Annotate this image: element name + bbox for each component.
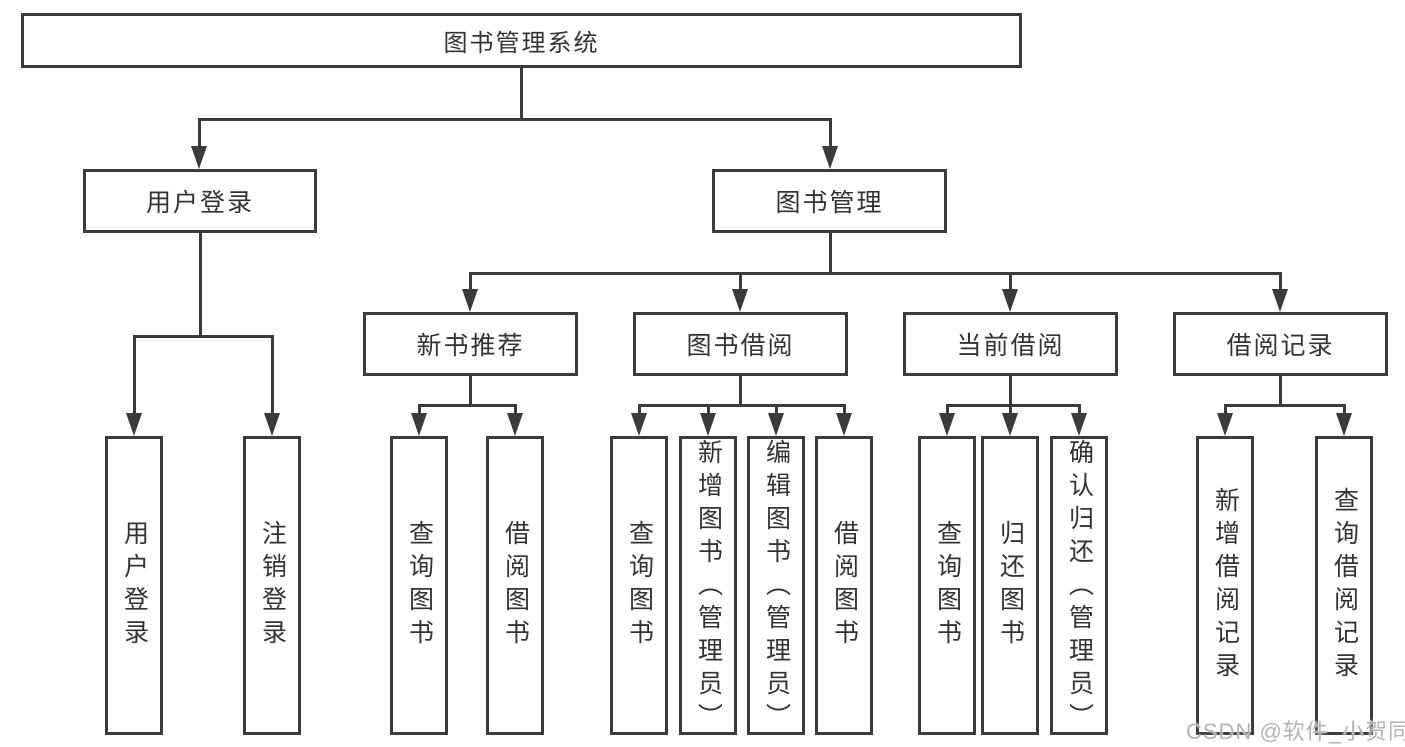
connector-stem	[842, 403, 846, 415]
connector-stem	[1077, 403, 1081, 415]
connector-stem	[828, 233, 832, 275]
connector-stem	[513, 403, 517, 415]
connector-stem	[198, 233, 202, 338]
connector-stem	[197, 117, 201, 148]
arrowhead-icon	[939, 413, 955, 436]
connector-stem	[270, 334, 274, 415]
connector-split-line	[197, 117, 832, 121]
node-query-borrow-record: 查询借阅记录	[1315, 436, 1373, 735]
connector-split-line	[1223, 403, 1346, 407]
connector-stem	[1008, 376, 1012, 407]
node-borrow-books: 借阅图书	[815, 436, 873, 735]
connector-stem	[468, 271, 472, 291]
connector-stem	[1008, 271, 1012, 291]
arrowhead-icon	[1336, 413, 1352, 436]
arrowhead-icon	[836, 413, 852, 436]
node-return-books: 归还图书	[981, 436, 1039, 735]
arrowhead-icon	[462, 289, 478, 312]
connector-stem	[1278, 271, 1282, 291]
node-user-login-leaf: 用户登录	[105, 436, 163, 735]
connector-split-line	[945, 403, 1081, 407]
arrowhead-icon	[126, 413, 142, 436]
arrowhead-icon	[822, 146, 838, 169]
arrowhead-icon	[1002, 413, 1018, 436]
connector-stem	[738, 376, 742, 407]
node-query-books-borrowing: 查询图书	[610, 436, 668, 735]
arrowhead-icon	[1071, 413, 1087, 436]
node-confirm-return-admin: 确认归还（管理员）	[1050, 436, 1108, 736]
node-book-management: 图书管理	[712, 169, 947, 233]
node-query-books-recommend: 查询图书	[390, 436, 448, 735]
arrowhead-icon	[732, 289, 748, 312]
connector-stem	[1008, 403, 1012, 415]
node-borrow-books-recommend: 借阅图书	[486, 436, 544, 735]
connector-split-line	[132, 334, 274, 338]
arrowhead-icon	[507, 413, 523, 436]
connector-stem	[828, 117, 832, 148]
node-add-books-admin: 新增图书（管理员）	[679, 436, 737, 736]
node-book-borrowing: 图书借阅	[633, 312, 848, 376]
connector-stem	[468, 376, 472, 407]
node-query-books-current: 查询图书	[918, 436, 976, 735]
connector-stem	[519, 68, 523, 121]
node-user-login: 用户登录	[83, 169, 317, 233]
arrowhead-icon	[411, 413, 427, 436]
connector-stem	[132, 334, 136, 415]
node-add-borrow-record: 新增借阅记录	[1196, 436, 1254, 735]
connector-stem	[637, 403, 641, 415]
arrowhead-icon	[191, 146, 207, 169]
node-edit-books-admin: 编辑图书（管理员）	[747, 436, 805, 736]
connector-split-line	[468, 271, 1282, 275]
arrowhead-icon	[631, 413, 647, 436]
arrowhead-icon	[768, 413, 784, 436]
connector-stem	[945, 403, 949, 415]
node-new-book-recommendation: 新书推荐	[363, 312, 578, 376]
node-library-management-system: 图书管理系统	[21, 13, 1022, 68]
connector-split-line	[637, 403, 846, 407]
connector-stem	[1342, 403, 1346, 415]
watermark: CSDN @软件_小贺同学	[1186, 719, 1405, 744]
node-borrowing-records: 借阅记录	[1173, 312, 1388, 376]
node-current-borrowing: 当前借阅	[903, 312, 1118, 376]
connector-stem	[738, 271, 742, 291]
connector-stem	[1223, 403, 1227, 415]
connector-stem	[1278, 376, 1282, 407]
connector-stem	[706, 403, 710, 415]
arrowhead-icon	[700, 413, 716, 436]
arrowhead-icon	[1217, 413, 1233, 436]
connector-stem	[417, 403, 421, 415]
connector-stem	[774, 403, 778, 415]
arrowhead-icon	[1272, 289, 1288, 312]
arrowhead-icon	[264, 413, 280, 436]
connector-split-line	[417, 403, 517, 407]
node-logout: 注销登录	[243, 436, 301, 735]
arrowhead-icon	[1002, 289, 1018, 312]
